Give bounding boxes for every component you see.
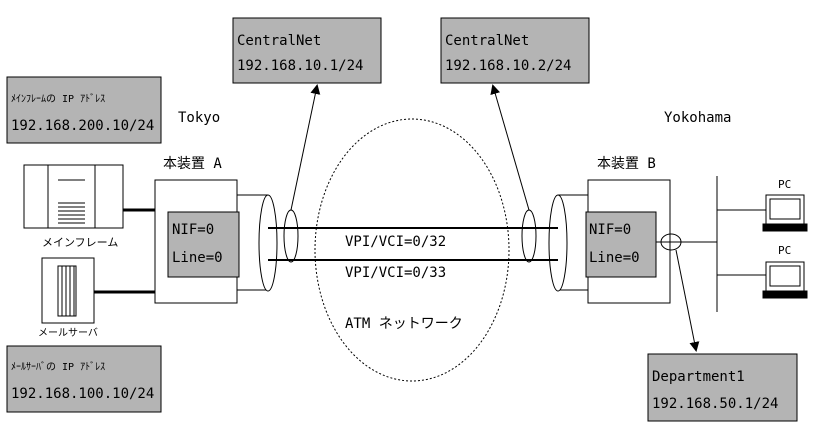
atm-network-label: ATM ネットワーク	[345, 316, 463, 332]
mainframe-icon	[23, 164, 124, 229]
mainframe-ip-address: 192.168.200.10/24	[11, 118, 154, 134]
device-b-interface-panel	[585, 211, 657, 278]
pvc-end-left	[283, 209, 299, 263]
device-a-nif: NIF=0	[172, 222, 214, 238]
mainframe-ip-box: ﾒｲﾝﾌﾚｰﾑの IP ｱﾄﾞﾚｽ 192.168.200.10/24	[6, 76, 162, 144]
department-name: Department1	[652, 369, 745, 385]
mailserver-icon	[41, 257, 95, 324]
device-b-title: 本装置 B	[597, 156, 656, 172]
centralnet-1-address: 192.168.10.1/24	[237, 58, 363, 74]
trunk-cylinder-right	[548, 194, 588, 292]
centralnet-2-box: CentralNet 192.168.10.2/24	[440, 17, 590, 84]
centralnet-1-box: CentralNet 192.168.10.1/24	[232, 17, 382, 84]
pc2-icon	[762, 261, 808, 299]
pc1-icon	[762, 194, 808, 232]
atm-network-cloud	[314, 118, 510, 382]
device-a-interface-panel	[167, 211, 240, 278]
arrow-to-centralnet-1	[290, 84, 321, 211]
device-b-line: Line=0	[589, 250, 640, 266]
mailserver-ip-caption: ﾒｰﾙｻｰﾊﾞの IP ｱﾄﾞﾚｽ	[11, 361, 105, 373]
pc2-label: PC	[778, 244, 791, 257]
department-box: Department1 192.168.50.1/24	[647, 353, 798, 422]
arrow-to-department	[675, 249, 700, 352]
device-a: NIF=0 Line=0	[154, 179, 240, 304]
device-a-title: 本装置 A	[163, 156, 222, 172]
department-interface-marker	[660, 233, 682, 251]
site-tokyo: Tokyo	[178, 110, 220, 126]
mailserver-ip-box: ﾒｰﾙｻｰﾊﾞの IP ｱﾄﾞﾚｽ 192.168.100.10/24	[6, 345, 162, 413]
device-a-line: Line=0	[172, 250, 223, 266]
mailserver-ip-address: 192.168.100.10/24	[11, 386, 154, 402]
centralnet-2-address: 192.168.10.2/24	[445, 58, 571, 74]
pvc-end-right	[521, 209, 537, 263]
centralnet-2-name: CentralNet	[445, 33, 529, 49]
mainframe-label: メインフレーム	[42, 236, 118, 249]
pvc-2-label: VPI/VCI=0/33	[345, 265, 446, 281]
device-b-nif: NIF=0	[589, 222, 631, 238]
trunk-cylinder-left	[237, 194, 278, 292]
pvc-1-label: VPI/VCI=0/32	[345, 234, 446, 250]
arrow-to-centralnet-2	[490, 84, 530, 211]
site-yokohama: Yokohama	[664, 110, 731, 126]
mailserver-label: メールサーバ	[38, 327, 98, 339]
mainframe-ip-caption: ﾒｲﾝﾌﾚｰﾑの IP ｱﾄﾞﾚｽ	[11, 93, 105, 105]
department-address: 192.168.50.1/24	[652, 396, 778, 412]
pc1-label: PC	[778, 178, 791, 191]
centralnet-1-name: CentralNet	[237, 33, 321, 49]
